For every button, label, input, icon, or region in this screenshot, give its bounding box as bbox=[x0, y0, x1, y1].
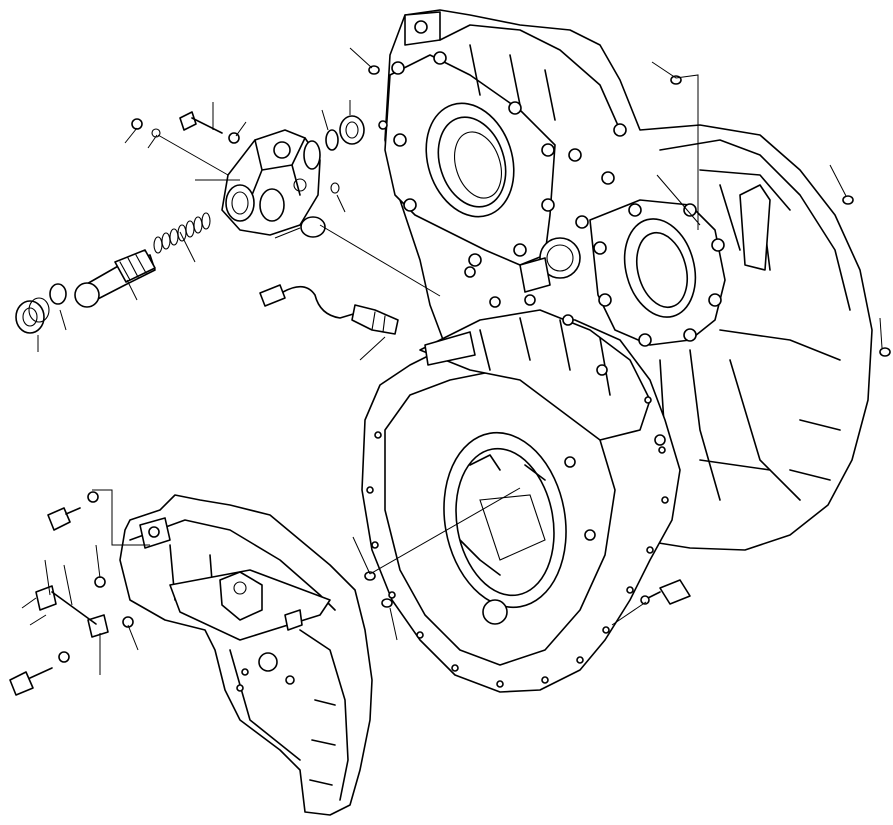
sensor-with-harness bbox=[259, 284, 399, 335]
leader-lines bbox=[21, 47, 883, 675]
flywheel-housing-lower bbox=[361, 266, 681, 693]
side-cover-left bbox=[119, 494, 373, 816]
valve-body bbox=[151, 115, 388, 238]
mounting-bolts bbox=[9, 65, 891, 696]
spring-plug-assembly bbox=[15, 212, 211, 334]
transmission-case-upper bbox=[384, 9, 873, 551]
